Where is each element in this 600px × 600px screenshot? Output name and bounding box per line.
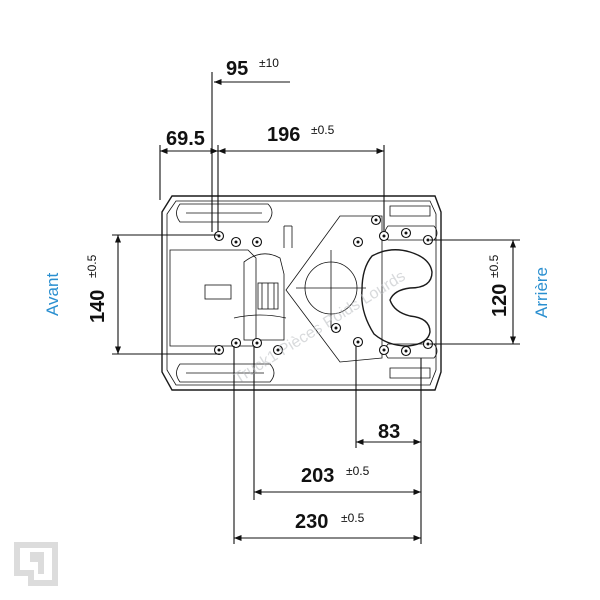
dimension-120-value: 120 [489, 284, 511, 317]
dimension-95-tolerance: ±10 [259, 56, 279, 70]
dimension-203-value: 203 [301, 465, 334, 487]
truck1-logo-icon [14, 542, 58, 586]
dimension-203: 203 ±0.5 [253, 346, 422, 500]
dimension-69-5: 69.5 [159, 128, 219, 232]
dimension-120-tolerance: ±0.5 [487, 254, 501, 278]
dimension-83: 83 [355, 346, 422, 448]
front-side-label: Avant [43, 273, 62, 316]
dimension-83-value: 83 [378, 421, 400, 443]
dimension-230-value: 230 [295, 511, 328, 533]
dimension-230: 230 ±0.5 [233, 346, 422, 544]
dimension-196-tolerance: ±0.5 [311, 123, 335, 137]
dimension-196: 196 ±0.5 [218, 123, 385, 232]
dimension-95-value: 95 [226, 58, 248, 80]
dimension-120: 120 ±0.5 [430, 239, 520, 345]
mounting-bolts [213, 214, 434, 357]
dimension-95: 95 ±10 [211, 56, 290, 232]
dimension-69-5-value: 69.5 [166, 128, 205, 150]
rear-side-label: Arrière [532, 267, 551, 318]
dimension-203-tolerance: ±0.5 [346, 464, 370, 478]
dimension-140: 140 ±0.5 [85, 234, 220, 355]
dimension-196-value: 196 [267, 124, 300, 146]
dimension-230-tolerance: ±0.5 [341, 511, 365, 525]
mounting-plate [161, 195, 442, 391]
dimension-140-value: 140 [87, 290, 109, 323]
dimension-140-tolerance: ±0.5 [85, 254, 99, 278]
